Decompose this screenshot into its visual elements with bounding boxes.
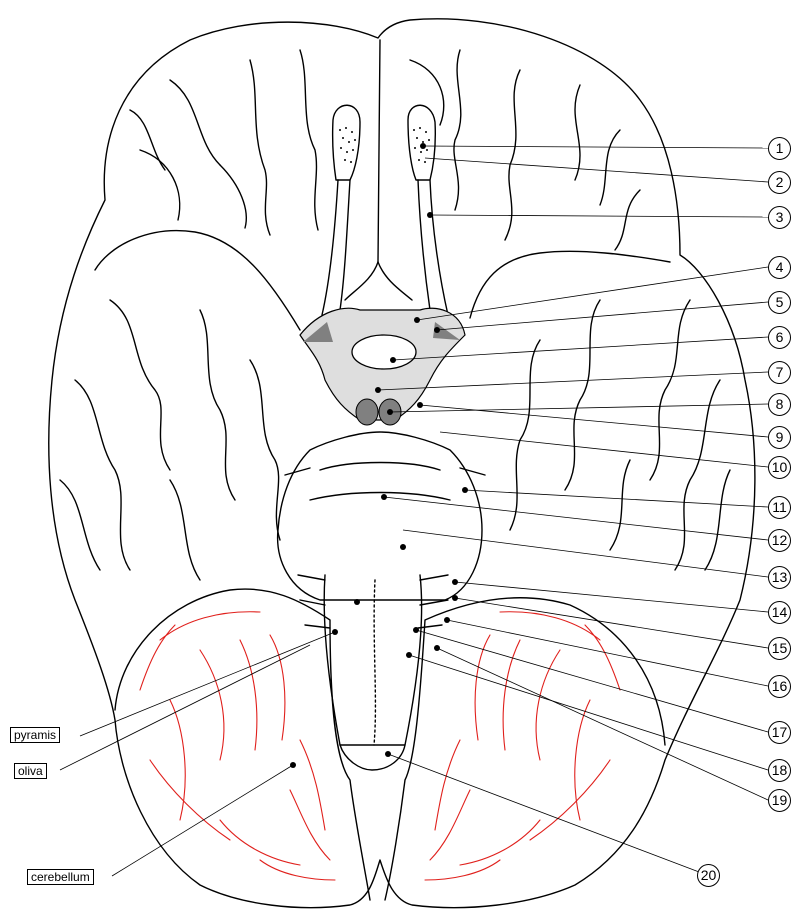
label-cerebellum: cerebellum — [27, 869, 94, 885]
label-pyramis: pyramis — [10, 727, 60, 743]
callout-19: 19 — [768, 789, 791, 812]
callout-4: 4 — [768, 256, 791, 279]
callout-18: 18 — [768, 759, 791, 782]
right-olfactory-bulb — [408, 105, 435, 180]
callout-5: 5 — [768, 291, 791, 314]
callout-6: 6 — [768, 326, 791, 349]
left-mammillary-body — [356, 399, 378, 425]
right-temporal-lobe — [470, 251, 670, 318]
optic-chiasm — [352, 335, 416, 369]
pons — [278, 432, 482, 600]
label-oliva: oliva — [14, 763, 47, 779]
cerebellum-left — [115, 589, 370, 900]
callout-14: 14 — [768, 601, 791, 624]
callout-7: 7 — [768, 361, 791, 384]
callout-16: 16 — [768, 675, 791, 698]
callout-20: 20 — [697, 864, 720, 887]
callout-2: 2 — [768, 171, 791, 194]
callout-13: 13 — [768, 566, 791, 589]
left-olfactory-bulb — [333, 105, 360, 180]
callout-11: 11 — [768, 496, 791, 519]
cerebellum-right — [385, 598, 665, 900]
callout-12: 12 — [768, 529, 791, 552]
callout-9: 9 — [768, 426, 791, 449]
pointer-dots — [290, 143, 468, 768]
callout-8: 8 — [768, 393, 791, 416]
olfactory-speckles — [339, 127, 430, 163]
callout-3: 3 — [768, 206, 791, 229]
left-temporal-lobe — [95, 231, 300, 330]
callout-17: 17 — [768, 721, 791, 744]
callout-1: 1 — [768, 137, 791, 160]
cerebellum-folia — [140, 612, 620, 880]
callout-15: 15 — [768, 637, 791, 660]
longitudinal-fissure — [378, 40, 380, 262]
leader-lines — [60, 146, 768, 876]
callout-10: 10 — [768, 456, 791, 479]
